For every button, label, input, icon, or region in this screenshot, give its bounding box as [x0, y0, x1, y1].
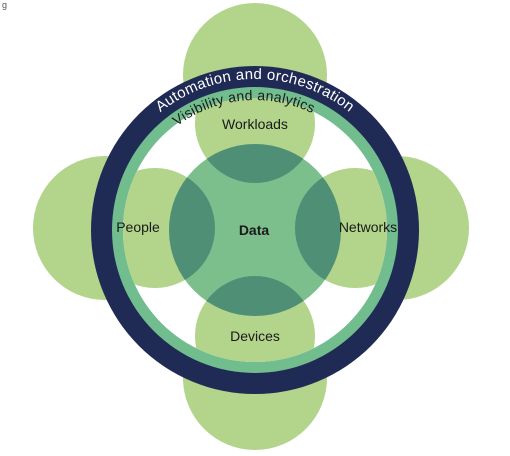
overlap-right: [295, 168, 341, 288]
corner-mark: g: [2, 0, 8, 10]
pillar-label-networks: Networks: [339, 219, 397, 235]
pillar-label-workloads: Workloads: [222, 116, 288, 132]
center-label-data: Data: [239, 222, 270, 238]
data-circle: [169, 144, 341, 316]
overlap-regions: [169, 144, 341, 316]
pillar-label-devices: Devices: [230, 328, 280, 344]
pillar-label-people: People: [116, 219, 160, 235]
overlap-bottom: [195, 276, 315, 316]
overlap-left: [169, 168, 215, 288]
overlap-top: [195, 144, 315, 183]
